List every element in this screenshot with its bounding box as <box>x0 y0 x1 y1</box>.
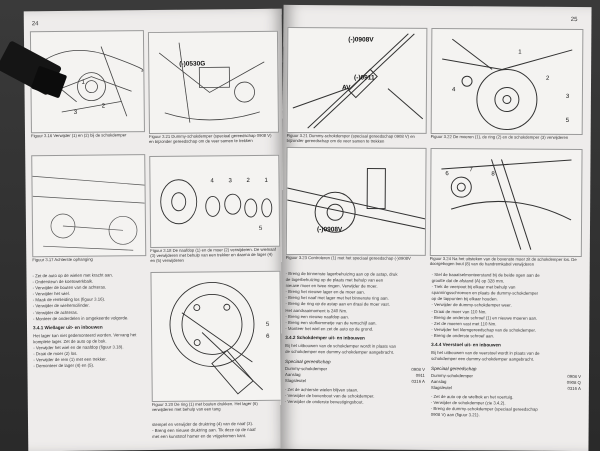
tool-label-0908v-2: (-)0908V <box>316 226 343 234</box>
col1-intro: Bij het uitbouwen van de schokdemper wor… <box>285 343 425 356</box>
callout-3: 3 <box>73 109 78 116</box>
tool-code: 0316 A <box>411 378 425 384</box>
tool-code: 0316 A <box>567 385 581 392</box>
right-page: 25 (-)0908V (-)0911 AV Figuur 3.21 Dummy… <box>280 4 592 451</box>
caption-fig-top: Figuur 3.16 Verwijder (1) en (2) bij de … <box>30 132 127 139</box>
text-line: de schokdemper een dummy-schokdemper aan… <box>285 349 395 355</box>
drum-callout-5: 5 <box>265 321 270 328</box>
figure-control-drawing <box>287 168 426 233</box>
figure-hub-exploded: 1 2 3 4 5 <box>149 154 281 249</box>
col1-heading: 3.4.2 Schokdemper uit- en inbouwen <box>285 334 365 341</box>
figure-dummy-shock-drawing <box>292 33 424 129</box>
col2-intro: Bij het uitbouwen van de veerstoel wordt… <box>431 350 581 363</box>
text-line: - Monteer de onderdelen in omgekeerde vo… <box>32 314 129 321</box>
text-line: - Monteer het wiel en zet de auto op de … <box>285 325 374 332</box>
drum-b-callout-3: 3 <box>565 93 570 100</box>
figure-rear-brake-drawing <box>41 46 144 117</box>
figure-hub-drawing <box>160 179 273 225</box>
caption-fig-a: Figuur 3.21 Dummy-schokdemper (speciaal … <box>286 132 415 144</box>
caption-fig-hub: Figuur 3.18 De naafdop (1) en de moer (2… <box>150 246 276 264</box>
figure-shock-drawing <box>441 159 572 250</box>
shock-callout-6: 6 <box>445 171 449 178</box>
hub-callout-2: 2 <box>246 178 250 185</box>
drum-callout-6: 6 <box>266 333 270 340</box>
figure-bearing-puller: 5 6 <box>150 270 282 403</box>
hub-callout-1: 1 <box>264 177 268 184</box>
shock-callout-7: 7 <box>469 167 473 174</box>
col1-text: - Breng de binnenste lagerbehuizing aan … <box>285 271 425 333</box>
text-line: - Breng de onderste schroef aan. <box>431 332 495 339</box>
figure-drum-removal: 1 2 3 4 5 <box>430 27 584 136</box>
tool-row: Slagsleutel 0316 A <box>285 378 425 385</box>
caption-fig-mid: Figuur 3.17 Achterste ophanging <box>32 256 93 263</box>
figure-dummy-shock: (-)0908V (-)0911 AV <box>286 26 428 134</box>
text-line: 0908 V) aan (figuur 3.21). <box>430 412 480 418</box>
drum-b-callout-2: 2 <box>546 75 550 82</box>
body-text-left: - Zet de auto op de wielen met kracht aa… <box>32 272 145 322</box>
shock-callout-8: 8 <box>491 171 495 178</box>
tool-label-0530g: (-)0530G <box>179 60 206 68</box>
section-text: Het lager kan niet gedemonteerd worden. … <box>33 332 145 370</box>
tool-row: Slagsleutel 0316 A <box>431 385 581 392</box>
left-page: 24 1 2 3 Figuur 3.16 Verwijder (1) en (2… <box>23 8 287 451</box>
col2-end: - Zet de auto op de wielbok en het voert… <box>431 394 581 419</box>
caption-fig-d: Figuur 3.24 Na het uitsteken van de bove… <box>429 255 577 267</box>
tool-name: Slagsleutel <box>284 377 306 384</box>
figure-rear-suspension <box>31 154 147 258</box>
page-number: 25 <box>570 16 578 23</box>
tool-label-av: AV <box>341 84 351 92</box>
col1-end: - Zet de achterste wielen blijven staan.… <box>285 387 425 406</box>
text-line: - Demonteer de lager (4) en (5). <box>33 363 95 369</box>
text-line: - Verwijder de onderste bevestigingsbout… <box>284 399 364 405</box>
tool-label-0911: (-)0911 <box>354 74 375 82</box>
drum-b-callout-4: 4 <box>451 87 456 94</box>
caption-fig-c: Figuur 3.23 Controleren (1) met het spec… <box>285 254 411 261</box>
drum-b-callout-5: 5 <box>565 117 570 124</box>
figure-rear-brake: 1 2 3 <box>29 30 145 134</box>
page-number: 24 <box>31 21 39 28</box>
hub-callout-3: 3 <box>228 178 232 185</box>
text-line: met een kunststof hamer en de vrijgekome… <box>152 433 247 440</box>
caption-fig-tool: Figuur 3.21 Dummy-schokdemper (speciaal … <box>148 132 272 145</box>
figure-puller-drawing <box>169 281 263 395</box>
col2-text: - Stel de baaatselmonteerstand bij de be… <box>431 272 581 340</box>
figure-tool-0530g: (-)0530G <box>147 30 279 135</box>
callout-1: 1 <box>81 79 85 86</box>
tool-name: Slagsleutel <box>430 384 452 391</box>
text-line: schokdemper een dummy-schokdemper aangeb… <box>431 356 535 362</box>
callout-2: 2 <box>101 103 106 110</box>
figure-drum-drawing <box>442 38 573 130</box>
col2-heading: 3.4.4 Veerstoel uit- en inbouwen <box>431 341 501 348</box>
figure-suspension-drawing <box>32 175 145 251</box>
caption-fig-drum: Figuur 3.20 De ring (1) met bouten drukk… <box>151 400 258 413</box>
hub-callout-5: 5 <box>258 225 263 232</box>
col1-tools-heading: Speciaal gereedschap <box>285 358 331 365</box>
figure-control-tool: (-)0908V <box>285 146 427 256</box>
tool-label-0908v: (-)0908V <box>348 36 374 44</box>
bottom-text: stempel en verwijder de druktring (4) va… <box>152 421 280 441</box>
col2-tools-heading: Speciaal gereedschap <box>431 365 477 372</box>
figure-tool-drawing <box>158 42 265 123</box>
section-heading: 3.4.1 Wiellager uit- en inbouwen <box>32 324 103 331</box>
hub-callout-4: 4 <box>210 178 214 185</box>
drum-b-callout-1: 1 <box>518 49 522 56</box>
caption-fig-b: Figuur 3.22 De moeren (1), de ring (2) e… <box>430 133 569 140</box>
figure-shock-absorber: 6 7 8 <box>429 147 583 258</box>
